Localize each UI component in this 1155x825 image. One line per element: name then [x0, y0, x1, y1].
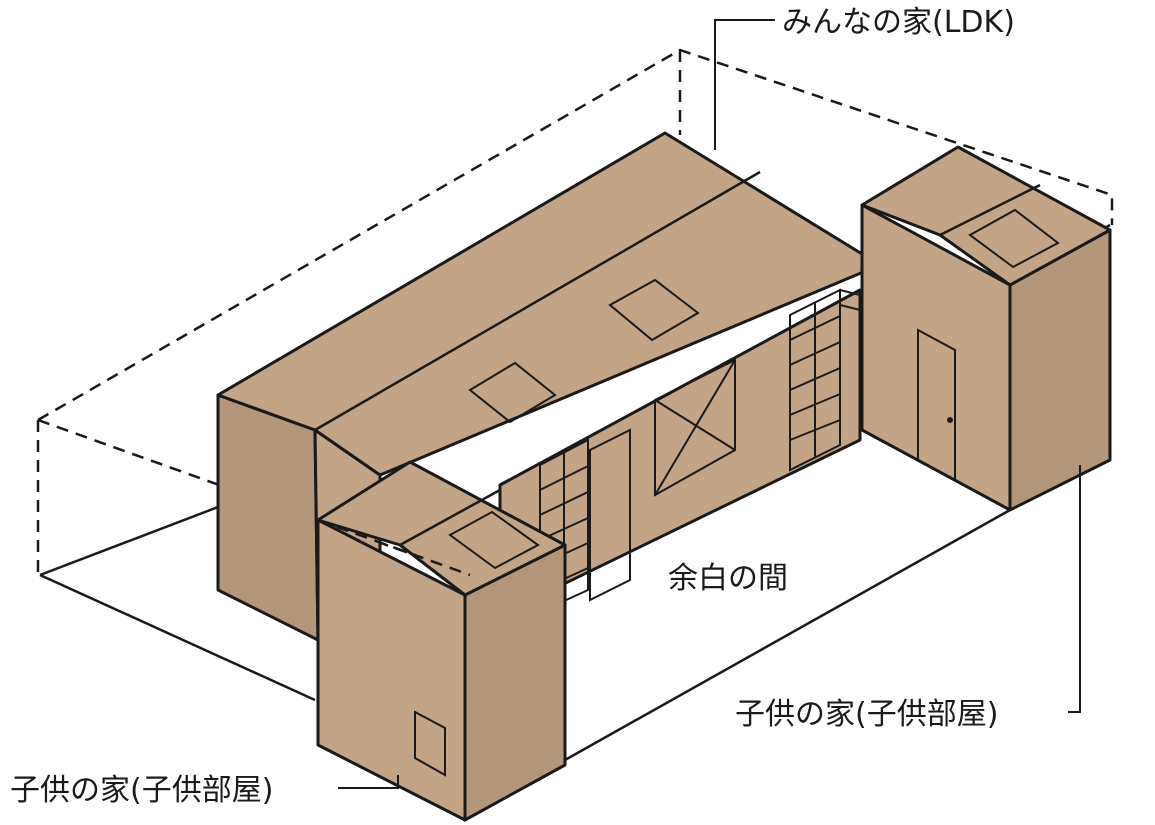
leader-ldk [714, 19, 775, 150]
child-house-left-window [414, 710, 446, 777]
main-house-doorway [589, 428, 631, 602]
envelope-dashed-front [317, 518, 471, 577]
label-ldk: みんなの家(LDK) [782, 5, 1015, 40]
door-knob [947, 417, 953, 423]
child-house-right-roof [860, 145, 1112, 287]
skylight-2 [608, 278, 700, 342]
leader-child-left [338, 775, 399, 789]
main-house-gable-wall [216, 393, 320, 642]
child-house-right [860, 145, 1112, 512]
skylight-1 [468, 361, 557, 424]
label-yohaku: 余白の間 [668, 561, 788, 596]
child-house-left-roof [316, 460, 567, 597]
label-child-right: 子供の家(子供部屋) [735, 697, 998, 732]
child-house-left [316, 460, 567, 822]
leader-child-right [1068, 465, 1081, 713]
label-child-left: 子供の家(子供部屋) [10, 773, 273, 808]
child-house-right-door [917, 328, 956, 482]
skylight-3 [968, 208, 1060, 269]
skylight-4 [448, 510, 540, 570]
